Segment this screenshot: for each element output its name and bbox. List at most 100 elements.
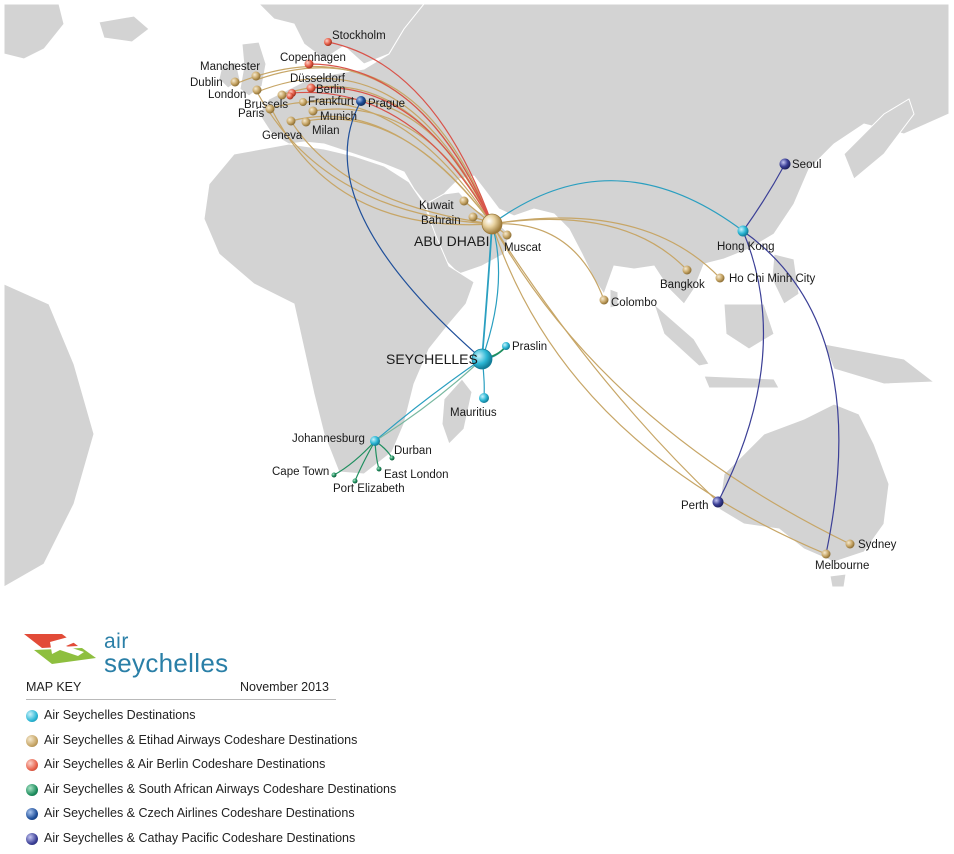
- city-marker-ho-chi-minh[interactable]: [715, 273, 725, 283]
- city-marker-bahrain[interactable]: [468, 212, 478, 222]
- city-marker-seoul[interactable]: [779, 158, 791, 170]
- city-berlin[interactable]: Berlin: [306, 83, 346, 97]
- city-marker-muscat[interactable]: [502, 230, 512, 240]
- legend-dot-air-berlin: [26, 759, 38, 771]
- city-geneva[interactable]: Geneva: [262, 116, 303, 143]
- city-prague[interactable]: Prague: [356, 96, 405, 110]
- city-label-london: London: [208, 89, 246, 101]
- city-bangkok[interactable]: Bangkok: [660, 265, 705, 292]
- city-marker-frankfurt[interactable]: [299, 98, 307, 106]
- city-milan[interactable]: Milan: [301, 117, 340, 138]
- city-label-stockholm: Stockholm: [332, 30, 386, 42]
- landmasses: [4, 4, 949, 587]
- city-marker-prague[interactable]: [356, 96, 366, 106]
- city-east-london[interactable]: East London: [376, 466, 449, 482]
- city-marker-dublin[interactable]: [230, 77, 240, 87]
- city-sydney[interactable]: Sydney: [845, 539, 897, 551]
- hub-abu-dhabi[interactable]: ABU DHABI: [414, 213, 503, 249]
- city-stockholm[interactable]: Stockholm: [324, 30, 386, 46]
- city-durban[interactable]: Durban: [389, 445, 432, 461]
- city-cape-town[interactable]: Cape Town: [272, 466, 337, 478]
- legend-label: Air Seychelles & Etihad Airways Codeshar…: [44, 732, 358, 747]
- city-marker-london[interactable]: [252, 85, 262, 95]
- city-label-brussels: Brussels: [244, 99, 288, 111]
- city-praslin[interactable]: Praslin: [502, 341, 547, 353]
- hub-marker-abu-dhabi[interactable]: [481, 213, 503, 235]
- city-johannesburg[interactable]: Johannesburg: [292, 433, 380, 446]
- city-marker-munich[interactable]: [308, 106, 318, 116]
- city-frankfurt[interactable]: Frankfurt: [299, 96, 355, 108]
- city-marker-cape-town[interactable]: [331, 472, 337, 478]
- city-marker-copenhagen[interactable]: [304, 59, 314, 69]
- land-australia: [718, 403, 890, 563]
- route-seychelles-prague: [346, 100, 483, 360]
- hub-marker-seychelles[interactable]: [471, 348, 493, 370]
- city-marker-east-london[interactable]: [376, 466, 382, 472]
- city-munich[interactable]: Munich: [308, 106, 358, 124]
- route-abu-dhabi-melbourne: [491, 223, 827, 555]
- city-hong-kong[interactable]: Hong Kong: [717, 225, 775, 254]
- city-marker-brussels-berlin[interactable]: [286, 92, 294, 100]
- route-abu-dhabi-milan: [305, 118, 493, 225]
- city-label-port-elizabeth: Port Elizabeth: [333, 483, 405, 495]
- city-marker-port-elizabeth[interactable]: [352, 478, 358, 484]
- land-sri-lanka: [609, 288, 619, 309]
- city-ho-chi-minh[interactable]: Ho Chi Minh City: [715, 273, 816, 285]
- city-marker-milan[interactable]: [301, 117, 311, 127]
- city-marker-perth[interactable]: [712, 496, 724, 508]
- map-key-header: MAP KEY November 2013: [26, 679, 336, 700]
- city-melbourne[interactable]: Melbourne: [815, 549, 869, 573]
- city-seoul[interactable]: Seoul: [779, 158, 822, 172]
- city-paris[interactable]: Paris: [238, 104, 275, 121]
- city-copenhagen[interactable]: Copenhagen: [280, 52, 346, 69]
- city-mauritius[interactable]: Mauritius: [450, 393, 497, 419]
- city-marker-johannesburg[interactable]: [370, 436, 380, 446]
- route-abu-dhabi-sydney: [491, 223, 851, 545]
- city-label-muscat: Muscat: [504, 242, 542, 254]
- city-dusseldorf[interactable]: Düsseldorf: [288, 73, 346, 97]
- city-marker-melbourne[interactable]: [821, 549, 831, 559]
- city-kuwait[interactable]: Kuwait: [419, 196, 469, 213]
- city-london[interactable]: London: [208, 85, 262, 102]
- city-marker-manchester[interactable]: [251, 71, 261, 81]
- route-abu-dhabi-manchester: [255, 67, 493, 225]
- city-muscat[interactable]: Muscat: [502, 230, 542, 255]
- route-abu-dhabi-ho-chi-minh: [491, 217, 721, 279]
- city-label-copenhagen: Copenhagen: [280, 52, 346, 64]
- land-greenland: [4, 4, 65, 60]
- city-colombo[interactable]: Colombo: [599, 295, 658, 310]
- city-marker-brussels[interactable]: [277, 90, 287, 100]
- route-abu-dhabi-london-low: [256, 91, 493, 225]
- city-marker-bangkok[interactable]: [682, 265, 692, 275]
- logo-text-air: air: [104, 630, 129, 653]
- city-marker-geneva[interactable]: [286, 116, 296, 126]
- city-port-elizabeth[interactable]: Port Elizabeth: [333, 478, 405, 496]
- route-seychelles-abu-dhabi-2: [481, 223, 493, 360]
- route-abu-dhabi-dusseldorf: [291, 91, 493, 225]
- city-label-mauritius: Mauritius: [450, 407, 497, 419]
- city-marker-berlin[interactable]: [306, 83, 316, 93]
- city-label-seoul: Seoul: [792, 159, 821, 171]
- city-marker-colombo[interactable]: [599, 295, 609, 305]
- city-marker-praslin[interactable]: [502, 342, 510, 350]
- route-map-canvas: ABU DHABI SEYCHELLES Stockholm Copenhage…: [4, 4, 949, 587]
- city-marker-kuwait[interactable]: [459, 196, 469, 206]
- city-marker-hong-kong[interactable]: [737, 225, 749, 237]
- city-bahrain[interactable]: Bahrain: [421, 212, 478, 228]
- route-seychelles-johannesburg: [374, 358, 483, 442]
- city-brussels[interactable]: Brussels: [244, 90, 294, 112]
- city-marker-sydney[interactable]: [845, 539, 855, 549]
- city-marker-paris[interactable]: [265, 104, 275, 114]
- city-label-dublin: Dublin: [190, 77, 223, 89]
- city-perth[interactable]: Perth: [681, 496, 724, 513]
- legend-label: Air Seychelles & Czech Airlines Codeshar…: [44, 806, 355, 820]
- route-abu-dhabi-geneva-low: [290, 120, 493, 225]
- logo-text-seychelles: seychelles: [104, 648, 229, 678]
- hub-seychelles[interactable]: SEYCHELLES: [386, 348, 493, 370]
- city-marker-durban[interactable]: [389, 455, 395, 461]
- route-abu-dhabi-colombo: [491, 223, 605, 301]
- city-marker-stockholm[interactable]: [324, 38, 332, 46]
- city-manchester[interactable]: Manchester: [200, 61, 261, 81]
- city-dublin[interactable]: Dublin: [190, 77, 240, 89]
- city-marker-mauritius[interactable]: [479, 393, 489, 403]
